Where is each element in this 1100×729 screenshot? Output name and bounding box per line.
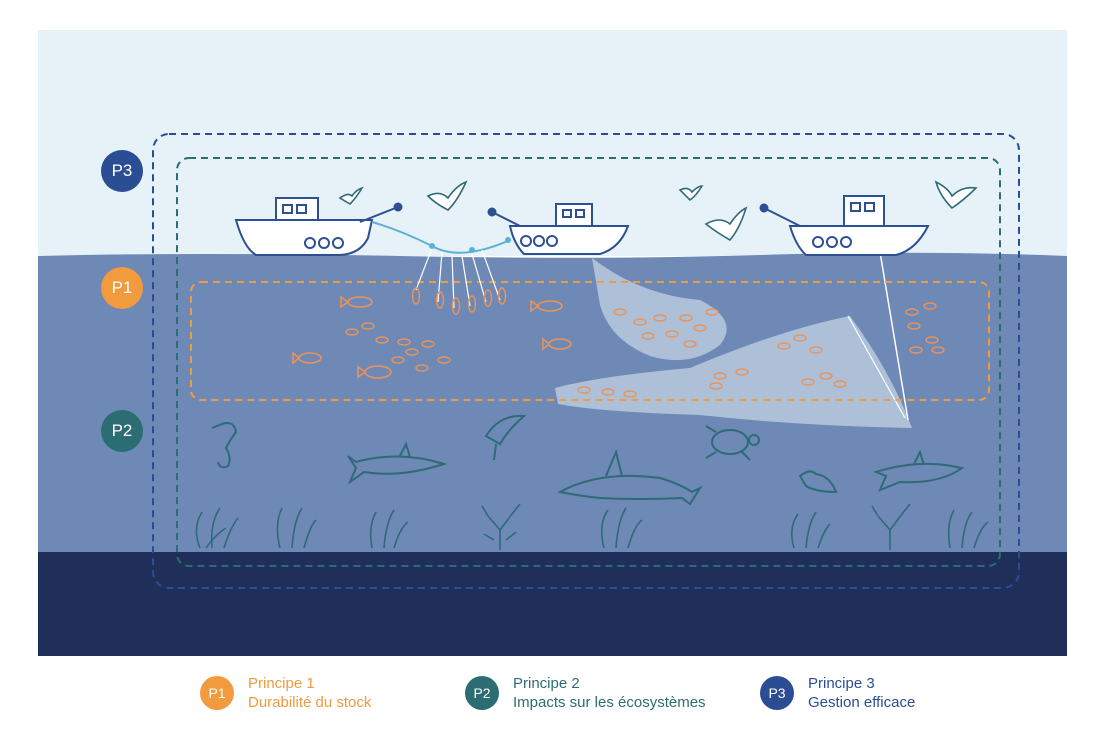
seagull-icon <box>338 180 978 242</box>
ray-icon <box>484 414 527 461</box>
boat-icon <box>234 197 403 256</box>
boat-icon <box>759 195 930 256</box>
legend-item-p1: P1 Principe 1 Durabilité du stock <box>200 674 371 712</box>
shark-icon <box>873 449 965 492</box>
seaweed-icon <box>195 507 989 549</box>
p1-badge: P1 <box>101 267 143 309</box>
shark-icon <box>347 441 448 485</box>
legend-subtitle-p1: Durabilité du stock <box>248 694 372 711</box>
net-rope <box>879 251 909 421</box>
coral-icon <box>481 503 911 550</box>
float-icon <box>505 237 511 243</box>
legend-title-p3: Principe 3 <box>808 675 875 692</box>
p1-zone-frame <box>190 281 990 401</box>
seahorse-icon <box>211 422 238 469</box>
legend-item-p2: P2 Principe 2 Impacts sur les écosystème… <box>465 674 706 712</box>
float-icon <box>429 243 435 249</box>
legend-badge-p2: P2 <box>465 676 499 710</box>
legend-subtitle-p2: Impacts sur les écosystèmes <box>513 694 706 711</box>
float-icon <box>469 247 475 253</box>
ray-icon <box>798 470 838 494</box>
water-body <box>38 252 1067 552</box>
p2-badge: P2 <box>101 410 143 452</box>
legend-subtitle-p3: Gestion efficace <box>808 694 916 711</box>
legend-title-p2: Principe 2 <box>513 675 580 692</box>
p2-zone-frame <box>176 157 1001 567</box>
seabed <box>38 552 1067 656</box>
fish-school <box>345 302 945 398</box>
purse-net <box>592 258 727 361</box>
boat-icon <box>487 203 630 255</box>
legend-badge-p1: P1 <box>200 676 234 710</box>
sky-background <box>38 30 1067 256</box>
dolphin-icon <box>557 448 703 506</box>
p3-zone-frame <box>152 133 1020 589</box>
fish-icon <box>292 295 572 379</box>
legend-title-p1: Principe 1 <box>248 675 315 692</box>
turtle-icon <box>705 425 760 461</box>
legend-badge-p3: P3 <box>760 676 794 710</box>
p3-badge: P3 <box>101 150 143 192</box>
hooked-fish <box>411 287 507 315</box>
legend-item-p3: P3 Principe 3 Gestion efficace <box>760 674 915 712</box>
